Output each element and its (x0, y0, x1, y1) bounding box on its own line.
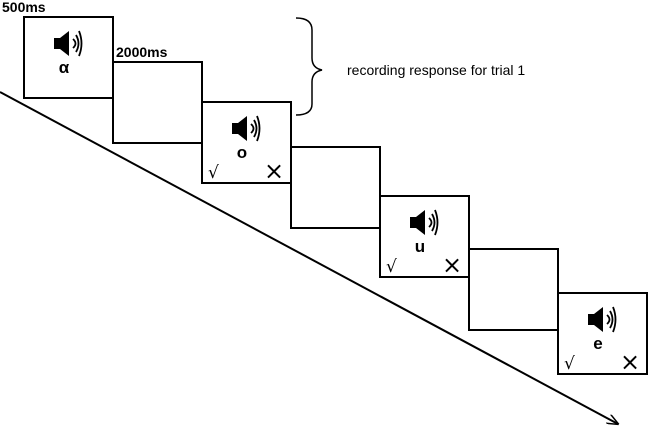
vowel-label: u (415, 237, 425, 256)
incorrect-mark: × (264, 157, 284, 185)
correct-mark: √ (386, 257, 397, 277)
stimulus-layer: α o √ × u √ × e √ × (54, 30, 640, 376)
stimulus-frame-3 (379, 195, 470, 278)
annotation-text: recording response for trial 1 (347, 62, 525, 78)
correct-mark: √ (208, 163, 219, 183)
response-window-brace (295, 17, 323, 116)
vowel-label: e (593, 334, 602, 353)
stimulus-frame-1 (23, 16, 114, 99)
stimulus-2: o √ × (208, 115, 284, 185)
incorrect-mark: × (442, 251, 462, 279)
blank-duration-label: 2000ms (116, 44, 168, 60)
stimulus-4: e √ × (564, 306, 640, 376)
blank-frame-3 (468, 248, 559, 331)
vowel-label: α (59, 58, 70, 77)
incorrect-mark: × (620, 348, 640, 376)
stimulus-1: α (54, 30, 83, 77)
speaker-icon (410, 209, 439, 236)
stimulus-frame-2 (201, 101, 292, 184)
speaker-icon (232, 115, 261, 142)
stimulus-frame-4 (557, 292, 648, 375)
vowel-label: o (237, 143, 247, 162)
stimulus-3: u √ × (386, 209, 462, 279)
trial-frames (23, 16, 648, 375)
speaker-icon (54, 30, 83, 57)
blank-frame-1 (112, 61, 203, 144)
correct-mark: √ (564, 354, 575, 374)
stimulus-duration-label: 500ms (2, 0, 46, 15)
time-axis-arrow-icon (0, 91, 618, 424)
blank-frame-2 (290, 146, 381, 229)
speaker-icon (588, 306, 617, 333)
